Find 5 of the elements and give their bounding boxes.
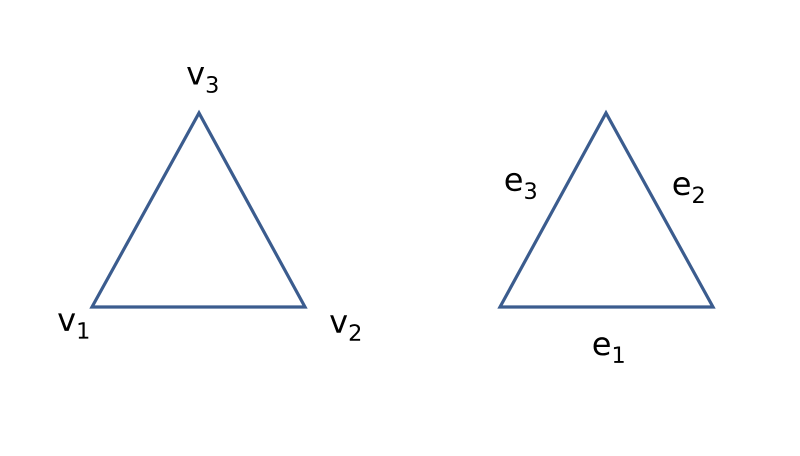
label: v$_{1}$ xyxy=(58,313,88,339)
label: e$_{2}$ xyxy=(674,177,704,203)
label: v$_{2}$ xyxy=(330,315,360,341)
label: e$_{1}$ xyxy=(594,337,624,363)
label: e$_{3}$ xyxy=(506,172,536,200)
